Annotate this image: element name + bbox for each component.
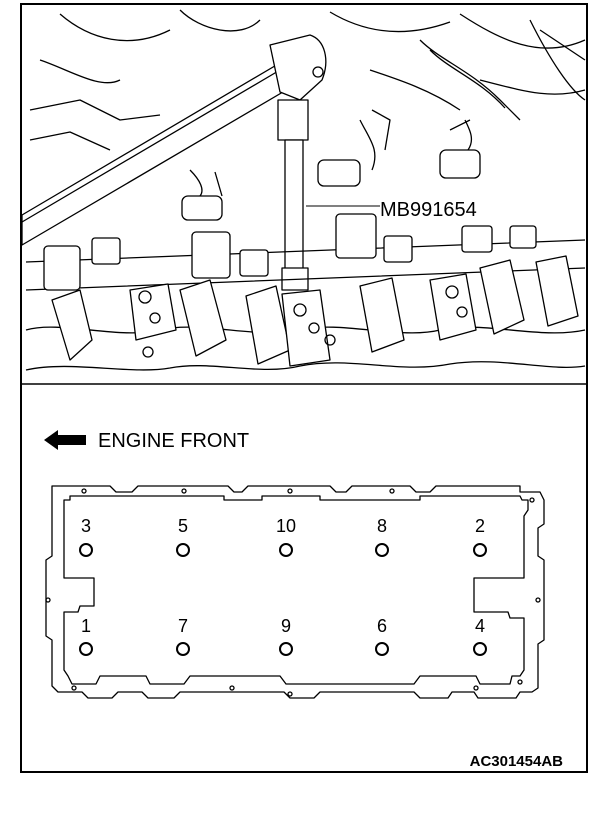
- bolt-number-label: 8: [377, 516, 387, 536]
- bolt-number-label: 9: [281, 616, 291, 636]
- bolt-number-label: 4: [475, 616, 485, 636]
- bolt-hole: [279, 642, 293, 656]
- bolt-hole: [79, 642, 93, 656]
- bolt-number-label: 2: [475, 516, 485, 536]
- bolt-hole: [279, 543, 293, 557]
- tool-callout-label: MB991654: [380, 199, 477, 221]
- bolt-1: 1: [79, 616, 93, 656]
- bolt-2: 2: [473, 516, 487, 557]
- engine-front-label: ENGINE FRONT: [98, 430, 249, 452]
- bolt-number-label: 1: [81, 616, 91, 636]
- bolt-4: 4: [473, 616, 487, 656]
- bolt-7: 7: [176, 616, 190, 656]
- bolt-hole: [176, 642, 190, 656]
- bolt-8: 8: [375, 516, 389, 557]
- bolt-hole: [79, 543, 93, 557]
- engine-illustration: [21, 9, 586, 371]
- bolt-9: 9: [279, 616, 293, 656]
- bolt-number-label: 10: [276, 516, 296, 536]
- diagram-border: [20, 3, 588, 773]
- cylinder-head-outline: [45, 485, 545, 699]
- bolt-6: 6: [375, 616, 389, 656]
- bolt-10: 10: [276, 516, 296, 557]
- bolt-layout: 3 5 10 8 2 1 7 9 6 4: [79, 516, 487, 656]
- bolt-hole: [473, 543, 487, 557]
- arrow-left-icon: [44, 430, 86, 450]
- bolt-hole: [176, 543, 190, 557]
- bolt-3: 3: [79, 516, 93, 557]
- bolt-number-label: 7: [178, 616, 188, 636]
- bolt-hole: [473, 642, 487, 656]
- bolt-5: 5: [176, 516, 190, 557]
- bolt-number-label: 6: [377, 616, 387, 636]
- bolt-hole: [375, 642, 389, 656]
- bolt-hole: [375, 543, 389, 557]
- figure-code: AC301454AB: [470, 753, 564, 770]
- engine-front-indicator: ENGINE FRONT: [44, 430, 249, 452]
- bolt-number-label: 3: [81, 516, 91, 536]
- bolt-number-label: 5: [178, 516, 188, 536]
